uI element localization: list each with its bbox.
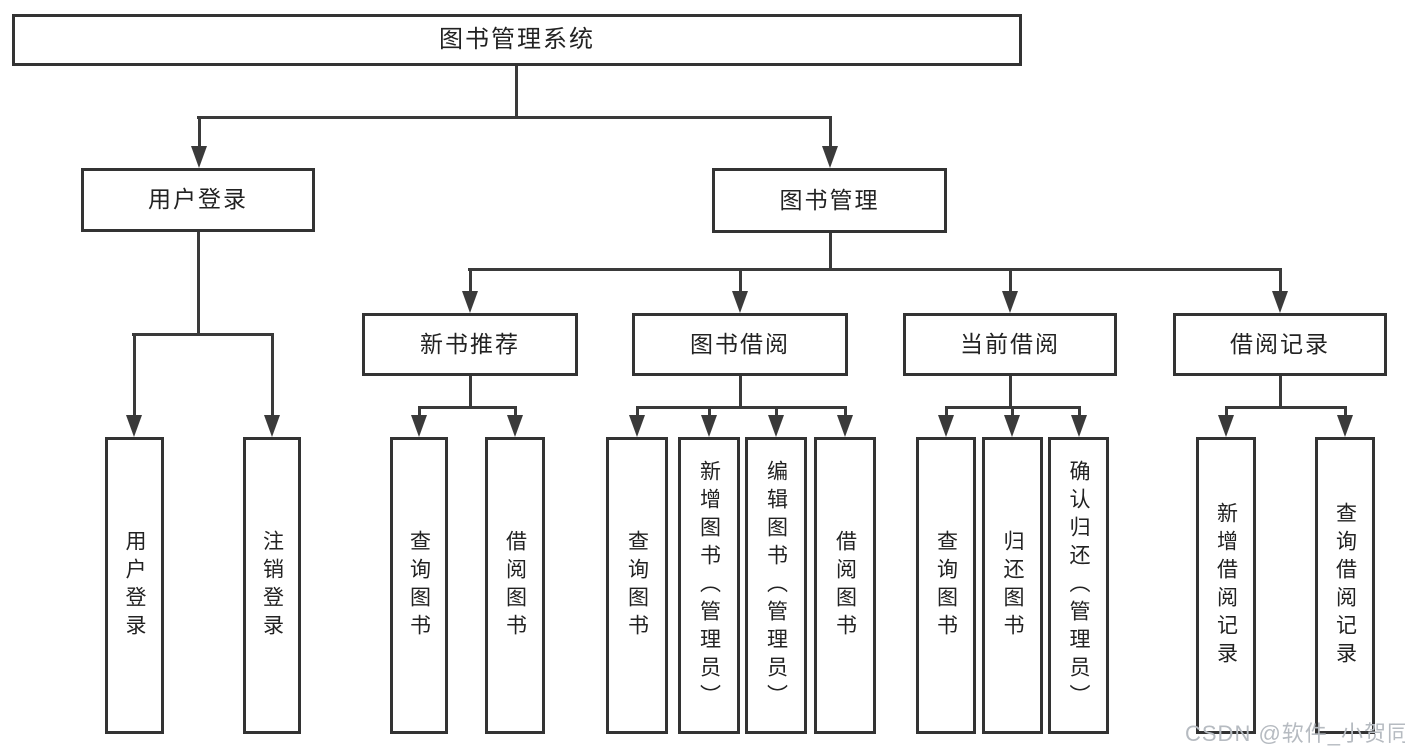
- connector-splitter: [636, 406, 847, 409]
- connector-line: [1279, 376, 1282, 409]
- connector-line: [775, 406, 778, 417]
- node-book-borrowing: 图书借阅: [632, 313, 848, 376]
- arrowhead-down-icon: [507, 415, 523, 437]
- arrowhead-down-icon: [1272, 291, 1288, 313]
- arrowhead-down-icon: [126, 415, 142, 437]
- node-label: 新增借阅记录: [1214, 501, 1238, 670]
- connector-line: [636, 406, 639, 417]
- connector-line: [271, 333, 274, 417]
- leaf-query-books: 查询图书: [606, 437, 668, 734]
- node-label: 查询图书: [934, 529, 958, 642]
- node-label: 借阅图书: [833, 529, 857, 642]
- connector-splitter: [468, 268, 1282, 271]
- arrowhead-down-icon: [264, 415, 280, 437]
- connector-line: [829, 116, 832, 148]
- csdn-watermark: CSDN @软件_小贺同学: [1185, 721, 1405, 746]
- connector-line: [1344, 406, 1347, 417]
- connector-root-stem: [515, 65, 518, 118]
- leaf-logout: 注销登录: [243, 437, 301, 734]
- node-label: 归还图书: [1001, 529, 1025, 642]
- node-label: 借阅图书: [503, 529, 527, 642]
- arrowhead-down-icon: [1004, 415, 1020, 437]
- connector-splitter: [1225, 406, 1347, 409]
- leaf-user-login: 用户登录: [105, 437, 164, 734]
- connector-line: [133, 333, 136, 417]
- connector-line: [739, 376, 742, 409]
- leaf-edit-books-admin: 编辑图书（管理员）: [745, 437, 807, 734]
- arrowhead-down-icon: [1002, 291, 1018, 313]
- arrowhead-down-icon: [462, 291, 478, 313]
- leaf-query-borrow-record: 查询借阅记录: [1315, 437, 1375, 734]
- connector-line: [514, 406, 517, 417]
- connector-line: [1009, 268, 1012, 293]
- node-borrowing-records: 借阅记录: [1173, 313, 1387, 376]
- leaf-add-borrow-record: 新增借阅记录: [1196, 437, 1256, 734]
- connector-line: [1009, 376, 1012, 409]
- node-label: 注销登录: [260, 529, 284, 642]
- arrowhead-down-icon: [837, 415, 853, 437]
- arrowhead-down-icon: [938, 415, 954, 437]
- connector-line: [739, 268, 742, 293]
- connector-line: [1225, 406, 1228, 417]
- node-new-book-recommendation: 新书推荐: [362, 313, 578, 376]
- connector-line: [1279, 268, 1282, 293]
- node-label: 图书借阅: [690, 330, 790, 357]
- arrowhead-down-icon: [629, 415, 645, 437]
- arrowhead-down-icon: [732, 291, 748, 313]
- connector-line: [708, 406, 711, 417]
- node-label: 确认归还（管理员）: [1067, 459, 1091, 712]
- leaf-return-books: 归还图书: [982, 437, 1043, 734]
- connector-line: [829, 233, 832, 271]
- connector-splitter: [418, 406, 517, 409]
- connector-line: [469, 376, 472, 409]
- node-label: 图书管理: [779, 186, 880, 213]
- connector-splitter: [132, 333, 274, 336]
- connector-root-splitter: [197, 116, 832, 119]
- node-label: 新增图书（管理员）: [697, 459, 721, 712]
- connector-line: [418, 406, 421, 417]
- connector-line: [197, 232, 200, 336]
- arrowhead-down-icon: [701, 415, 717, 437]
- leaf-add-books-admin: 新增图书（管理员）: [678, 437, 740, 734]
- node-label: 用户登录: [148, 186, 248, 213]
- node-user-login-branch: 用户登录: [81, 168, 315, 232]
- connector-line: [844, 406, 847, 417]
- arrowhead-down-icon: [1071, 415, 1087, 437]
- arrowhead-down-icon: [1337, 415, 1353, 437]
- node-current-borrowing: 当前借阅: [903, 313, 1117, 376]
- arrowhead-down-icon: [1218, 415, 1234, 437]
- leaf-borrow-books: 借阅图书: [814, 437, 876, 734]
- arrowhead-down-icon: [822, 146, 838, 168]
- node-label: 图书管理系统: [439, 25, 595, 53]
- node-label: 查询图书: [625, 529, 649, 642]
- node-label: 查询图书: [407, 529, 431, 642]
- connector-line: [198, 116, 201, 148]
- node-label: 当前借阅: [960, 330, 1060, 357]
- connector-line: [469, 268, 472, 293]
- arrowhead-down-icon: [411, 415, 427, 437]
- arrowhead-down-icon: [191, 146, 207, 168]
- connector-line: [1078, 406, 1081, 417]
- node-label: 新书推荐: [420, 330, 520, 357]
- arrowhead-down-icon: [768, 415, 784, 437]
- node-library-management-system: 图书管理系统: [12, 14, 1022, 66]
- node-label: 查询借阅记录: [1333, 501, 1357, 670]
- leaf-confirm-return-admin: 确认归还（管理员）: [1048, 437, 1109, 734]
- leaf-query-books: 查询图书: [916, 437, 976, 734]
- node-book-management-branch: 图书管理: [712, 168, 947, 233]
- leaf-query-books: 查询图书: [390, 437, 448, 734]
- connector-line: [945, 406, 948, 417]
- connector-line: [1011, 406, 1014, 417]
- leaf-borrow-books: 借阅图书: [485, 437, 545, 734]
- node-label: 借阅记录: [1230, 330, 1330, 357]
- node-label: 编辑图书（管理员）: [764, 459, 788, 712]
- node-label: 用户登录: [123, 529, 147, 642]
